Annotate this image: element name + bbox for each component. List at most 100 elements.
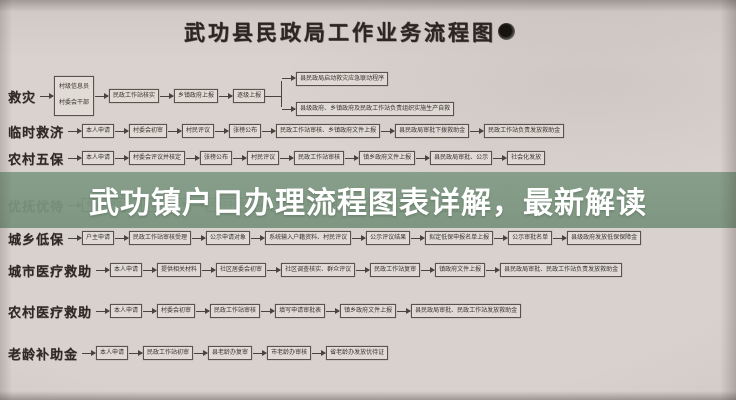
- flow-arrow-icon: [261, 307, 276, 314]
- flow-box: 村民评议: [247, 150, 280, 166]
- flow-box: 提供相关材料: [157, 262, 202, 278]
- flow-arrow-icon: [143, 266, 158, 273]
- flow-arrow-icon: [215, 127, 230, 134]
- flow-box: 公示评议结果: [366, 230, 411, 246]
- caption-overlay-banner: 武功镇户口办理流程图表详解，最新解读: [0, 172, 736, 228]
- flow-arrow-icon: [345, 154, 360, 161]
- flow-arrow-icon: [115, 127, 130, 134]
- flow-box: 镇乡政府文件上报: [359, 150, 416, 166]
- flow-box: 村委会初审: [129, 123, 168, 139]
- flow-arrow-icon: [267, 266, 282, 273]
- flow-arrow-icon: [68, 154, 83, 161]
- flow-arrow-icon: [262, 127, 277, 134]
- flow-box: 逐级上报: [233, 88, 266, 104]
- flow-arrow-icon: [95, 92, 110, 99]
- flow-box: 村民评议: [182, 123, 215, 139]
- flow-branch: 县民政局启动救灾应急联动程序县级政府、乡镇政府及民政工作站负责组织实施生产自救: [281, 71, 455, 117]
- flow-arrow-icon: [96, 307, 111, 314]
- flow-arrow-icon: [553, 234, 568, 241]
- flow-arrow-icon: [196, 307, 211, 314]
- flow-arrow-icon: [82, 349, 97, 356]
- flow-box: 民政工作站核实: [109, 88, 160, 104]
- flow-branch-item: 县级政府、乡镇政府及民政工作站负责组织实施生产自救: [281, 102, 455, 117]
- flow-arrow-icon: [493, 154, 508, 161]
- flow-arrow-icon: [219, 92, 234, 99]
- flow-arrow-icon: [470, 127, 485, 134]
- flow-arrow-icon: [381, 127, 396, 134]
- flow-row-老龄补助金: 老龄补助金本人申请民政工作站初审县老龄办复审市老龄办审核省老龄办发放优待证: [8, 341, 734, 365]
- flow-arrow-icon: [282, 105, 297, 112]
- flow-box: 县老龄办复审: [208, 345, 253, 361]
- flow-row-农村医疗救助: 农村医疗救助本人申请村委会初审民政工作站审核填写申请审批表镇乡政府文件上报县民政…: [8, 299, 734, 323]
- flow-box: 县级政府发放低保保障金: [567, 230, 642, 246]
- flow-arrow-icon: [356, 266, 371, 273]
- flow-arrow-icon: [352, 234, 367, 241]
- flow-arrow-icon: [40, 92, 55, 99]
- flow-box: 县民政局审批下拨救助金: [395, 123, 470, 139]
- flow-connector-line: [265, 95, 282, 97]
- flow-arrow-icon: [421, 266, 436, 273]
- flow-box: 公示申请对象: [206, 230, 251, 246]
- flow-box: 县民政局审批、公示: [430, 150, 493, 166]
- flow-row-城市医疗救助: 城市医疗救助本人申请提供相关材料社区居委会初审社区调查核实、群众评议民政工作站复…: [8, 258, 734, 282]
- flow-row-label: 临时救济: [8, 124, 65, 140]
- flow-box: 户主申请: [82, 230, 115, 246]
- document-title: 武功县民政局工作业务流程图: [184, 22, 496, 45]
- flow-row-label: 城市医疗救助: [8, 263, 93, 279]
- flow-arrow-icon: [143, 307, 158, 314]
- flow-arrow-icon: [416, 154, 431, 161]
- flow-box: 民政工作站审核受理: [129, 230, 192, 246]
- flow-arrow-icon: [68, 127, 83, 134]
- flow-box: 填写申请审批表: [275, 303, 326, 319]
- flow-box: 村委会初审: [157, 303, 196, 319]
- flow-box: 村级信息员 村委会干部: [54, 76, 95, 116]
- flow-box: 民政工作站审核: [294, 150, 345, 166]
- flow-box: 本人申请: [82, 150, 115, 166]
- flow-box: 张榜公布: [200, 150, 233, 166]
- flow-box: 村委会评议并核定: [129, 150, 186, 166]
- flow-row-label: 救灾: [8, 89, 37, 105]
- flow-box: 镇乡政府文件上报: [340, 303, 397, 319]
- flow-arrow-icon: [397, 307, 412, 314]
- flow-arrow-icon: [233, 154, 248, 161]
- flow-arrow-icon: [312, 349, 327, 356]
- flow-arrow-icon: [494, 234, 509, 241]
- flow-arrow-icon: [168, 127, 183, 134]
- flow-box: 社区居委会初审: [216, 262, 267, 278]
- flow-box: 民政工作站初审: [143, 345, 194, 361]
- flow-row-农村五保: 农村五保本人申请村委会评议并核定张榜公布村民评议民政工作站审核镇乡政府文件上报县…: [8, 146, 734, 170]
- flow-arrow-icon: [202, 266, 217, 273]
- flow-arrow-icon: [68, 234, 83, 241]
- flow-arrow-icon: [160, 92, 175, 99]
- flow-arrow-icon: [186, 154, 201, 161]
- flow-box: 社区调查核实、群众评议: [281, 262, 356, 278]
- flow-box: 张榜公布: [229, 123, 262, 139]
- flow-arrow-icon: [115, 154, 130, 161]
- flow-arrow-icon: [411, 234, 426, 241]
- flow-box: 本人申请: [110, 303, 143, 319]
- flow-row-label: 农村医疗救助: [8, 304, 93, 320]
- flow-box: 本人申请: [110, 262, 143, 278]
- flow-box: 市老龄办审核: [267, 345, 312, 361]
- flow-row-救灾: 救灾村级信息员 村委会干部民政工作站核实乡镇政府上报逐级上报县民政局启动救灾应急…: [8, 70, 734, 122]
- flow-box: 民政工作站负责发放救助金: [484, 123, 565, 139]
- flow-box: 本人申请: [96, 345, 129, 361]
- flow-arrow-icon: [192, 234, 207, 241]
- flow-box: 省老龄办发放优待证: [326, 345, 389, 361]
- flow-box: 本人申请: [82, 123, 115, 139]
- flow-arrow-icon: [486, 266, 501, 273]
- flow-row-临时救济: 临时救济 本人申请村委会初审村民评议张榜公布民政工作站审核、乡镇政府文件上报县民政…: [8, 119, 734, 143]
- flow-row-城乡低保: 城乡低保户主申请民政工作站审核受理公示申请对象系统输入户籍资料、村民评议公示评议…: [8, 226, 734, 250]
- flow-box: 县民政局审批、民政工作站发放救助金: [411, 303, 522, 319]
- caption-text: 武功镇户口办理流程图表详解，最新解读: [89, 187, 647, 220]
- flow-arrow-icon: [280, 154, 295, 161]
- flow-box: 民政工作站审核、乡镇政府文件上报: [276, 123, 381, 139]
- ink-smudge-mark: [498, 23, 515, 40]
- flow-box: 系统输入户籍资料、村民评议: [265, 230, 352, 246]
- flow-box: 县民政局启动救灾应急联动程序: [296, 71, 389, 86]
- flow-arrow-icon: [253, 349, 268, 356]
- flow-arrow-icon: [115, 234, 130, 241]
- flow-box: 社会化发放: [507, 150, 546, 166]
